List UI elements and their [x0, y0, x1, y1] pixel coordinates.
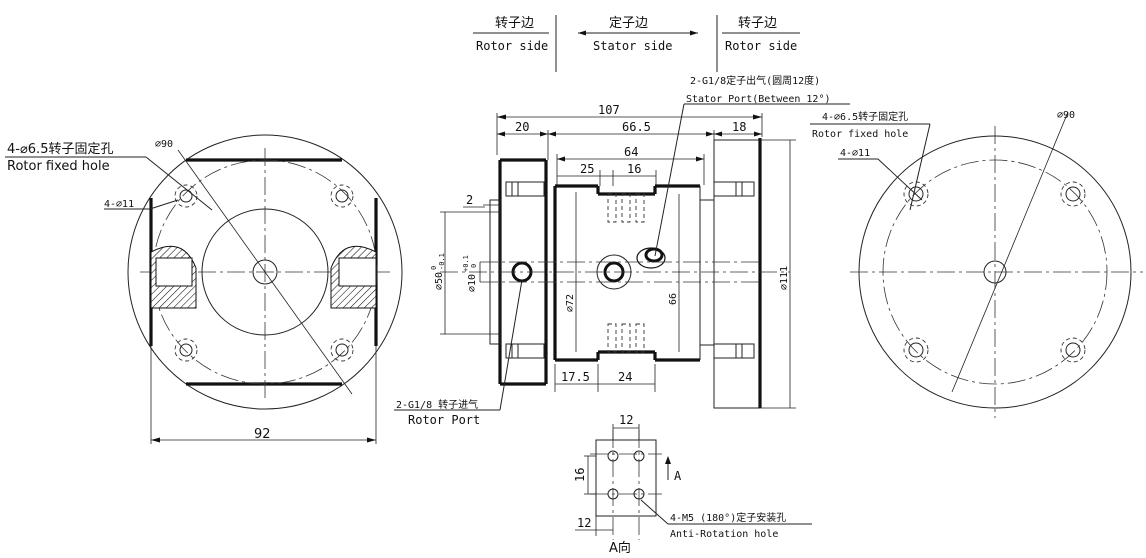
a-dim-12-top: 12: [619, 413, 633, 427]
dim-107: 107: [598, 103, 620, 117]
right-end-view: ⌀90 4-⌀6.5转子固定孔 Rotor fixed hole 4-⌀11: [810, 110, 1143, 418]
a-mount-label-en: Anti-Rotation hole: [670, 529, 778, 540]
dim-72: ⌀72: [565, 294, 576, 312]
a-view-label: A向: [609, 540, 631, 556]
left-hole-label-cn: 4-⌀6.5转子固定孔: [7, 142, 113, 157]
dim-16: 16: [627, 162, 641, 176]
stator-side-en: Stator side: [593, 39, 672, 53]
dim-10: ⌀10: [467, 274, 478, 292]
dim-50: ⌀50: [434, 272, 445, 290]
rotor-side-en-left: Rotor side: [476, 39, 548, 53]
a-arrow-label: A: [674, 469, 682, 483]
right-dia-11: 4-⌀11: [840, 148, 870, 159]
right-dia-90: ⌀90: [1057, 110, 1075, 121]
dim-24: 24: [618, 370, 632, 384]
dim-20: 20: [515, 120, 529, 134]
dim-10-tol-top: +0.1: [462, 255, 470, 272]
header-legend: 转子边 Rotor side 定子边 Stator side 转子边 Rotor…: [473, 15, 800, 72]
rotor-port-cn: 2-G1/8 转子进气: [396, 398, 478, 411]
dim-2: 2: [466, 193, 473, 207]
left-dia-11: 4-⌀11: [104, 199, 134, 210]
a-direction-view: 12 16 12 A A向 4-M5 (180°)定子安装孔 Anti-Rota…: [573, 413, 812, 556]
right-hole-label-en: Rotor fixed hole: [812, 129, 908, 140]
a-dim-12-bot: 12: [577, 516, 591, 530]
dim-10-tol-bot: 0: [470, 264, 478, 268]
left-hole-label-en: Rotor fixed hole: [7, 159, 110, 174]
rotor-side-cn-left: 转子边: [495, 16, 534, 31]
rotor-port-en: Rotor Port: [408, 413, 480, 427]
dim-66: 66: [668, 293, 679, 305]
dim-64: 64: [624, 145, 638, 159]
left-dia-90: ⌀90: [155, 139, 173, 150]
side-section-view: 107 20 66.5 18 64 25 16: [394, 74, 850, 427]
a-dim-16: 16: [573, 468, 587, 482]
dim-25: 25: [580, 162, 594, 176]
dim-50-tol-bot: -0.1: [438, 253, 446, 270]
dim-50-tol-top: 0: [430, 266, 438, 270]
stator-port-en: Stator Port(Between 12°): [686, 94, 831, 105]
left-width-92: 92: [254, 427, 271, 442]
dim-111: ⌀111: [779, 266, 790, 290]
rotor-side-cn-right: 转子边: [738, 16, 777, 31]
dim-66-5: 66.5: [622, 120, 651, 134]
left-end-view: 4-⌀6.5转子固定孔 Rotor fixed hole ⌀90 4-⌀11 9…: [5, 134, 403, 444]
dim-18: 18: [732, 120, 746, 134]
rotor-side-en-right: Rotor side: [725, 39, 797, 53]
a-mount-label-cn: 4-M5 (180°)定子安装孔: [670, 511, 786, 524]
right-hole-label-cn: 4-⌀6.5转子固定孔: [822, 110, 908, 123]
stator-port-cn: 2-G1/8定子出气(圆周12度): [690, 74, 820, 87]
dim-17-5: 17.5: [561, 370, 590, 384]
stator-side-cn: 定子边: [609, 16, 648, 31]
